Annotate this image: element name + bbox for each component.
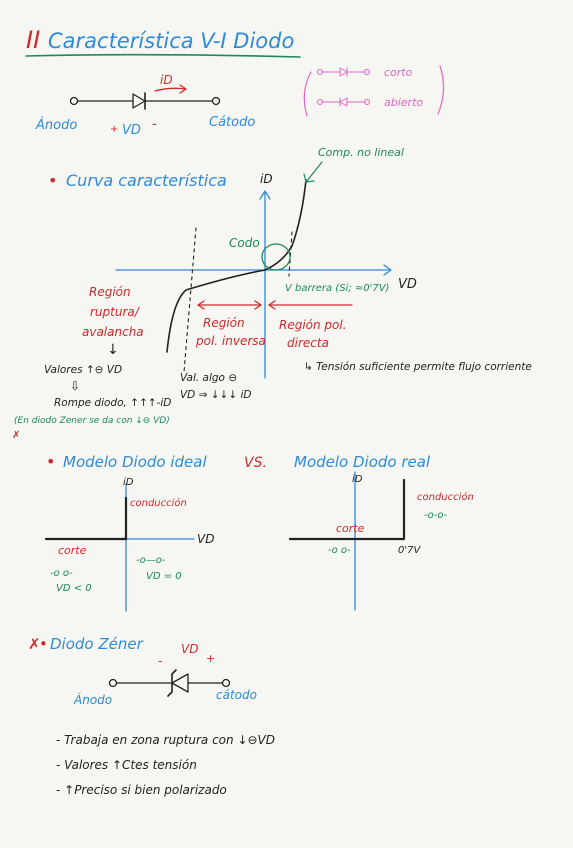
plus-sign: + <box>110 124 118 135</box>
real-corte: corte <box>336 522 365 535</box>
ideal-axis-y: iD <box>123 477 134 488</box>
diode-triangle <box>132 93 146 109</box>
ruptura-line-2: ruptura/ <box>90 305 141 319</box>
real-model-graph: iD conducción -o-o- corte -o o- 0'7V <box>288 471 474 611</box>
zener-note: (En diodo Zener se da con ↓⊖ VD) <box>14 416 170 426</box>
ruptura-note-3: Rompe diodo, ↑↑↑-iD <box>54 397 171 409</box>
zener-bullet-2: - Valores ↑Ctes tensión <box>56 758 197 772</box>
ideal-axis-x: VD <box>197 532 214 546</box>
breakdown-guide <box>183 227 197 373</box>
minus-sign: - <box>152 117 157 132</box>
zener-section: ✗ • Diodo Zéner VD - + Ánodo cátodo - Tr… <box>28 635 275 797</box>
axis-y-label: iD <box>260 172 273 186</box>
diode-current-label: iD <box>160 73 173 87</box>
zener-triangle <box>171 673 189 693</box>
bullet: • <box>48 171 57 190</box>
axis-x-label: VD <box>398 277 417 292</box>
directa-line-1: Región pol. <box>279 318 347 332</box>
current-arrow <box>154 84 187 94</box>
models-bullet: • <box>46 452 55 471</box>
title-number: II <box>26 26 40 54</box>
ideal-short-cond: VD = 0 <box>146 571 182 582</box>
inversa-note-2: VD ⇒ ↓↓↓ iD <box>180 389 251 401</box>
ruptura-note-2: ⇩ <box>70 379 80 393</box>
ideal-corte: corte <box>58 544 87 557</box>
cathode-label: Cátodo <box>209 115 255 130</box>
directa-line-2: directa <box>287 336 329 350</box>
zener-mark: ✗ <box>28 635 41 653</box>
title-text: Característica V-I Diodo <box>48 29 294 53</box>
zener-anode-terminal <box>108 678 118 688</box>
anode-terminal <box>69 96 79 106</box>
zener-cathode-label: cátodo <box>216 688 257 702</box>
knee-circle <box>261 243 291 271</box>
ruptura-line-3: avalancha <box>82 325 144 339</box>
y-axis-arrow <box>259 190 271 200</box>
ideal-conduccion: conducción <box>130 497 187 509</box>
inversa-note-1: Val. algo ⊖ <box>180 372 237 384</box>
title-block: II Característica V-I Diodo <box>25 26 301 58</box>
curve-heading: Curva característica <box>66 171 227 190</box>
ruptura-note-1: Valores ↑⊖ VD <box>44 364 122 376</box>
zener-vd: VD <box>181 642 198 656</box>
ruptura-arrow: ↓ <box>107 342 119 358</box>
real-threshold: 0'7V <box>398 545 421 556</box>
inversa-line-2: pol. inversa <box>195 334 266 348</box>
open-note: abierto <box>384 96 423 109</box>
zener-anode-label: Ánodo <box>73 692 112 707</box>
zener-cathode-terminal <box>221 678 231 688</box>
right-bracket <box>437 65 445 115</box>
real-cond-sym: -o-o- <box>424 510 447 521</box>
real-corte-sym: -o o- <box>328 545 351 556</box>
knee-label: Codo <box>229 236 260 250</box>
zener-heading: Diodo Zéner <box>50 635 144 653</box>
anode-label: Ánodo <box>35 117 77 133</box>
real-conduccion: conducción <box>417 491 474 503</box>
left-bracket <box>303 71 312 117</box>
ideal-short-sym: -o—o- <box>136 555 166 566</box>
real-heading: Modelo Diodo real <box>294 453 431 471</box>
zener-minus: - <box>158 654 162 668</box>
title-underline <box>25 53 301 58</box>
vbarrera-label: V barrera (Si; ≈0'7V) <box>285 283 389 294</box>
x-axis-arrow <box>383 264 392 276</box>
zener-note-mark: ✗ <box>12 430 20 441</box>
curve-section: • Curva característica iD VD Codo Comp. … <box>12 146 532 441</box>
zener-bullet-1: - Trabaja en zona ruptura con ↓⊖VD <box>56 733 275 747</box>
vbarrera-guide <box>288 231 293 277</box>
diode-symbol: iD Ánodo + VD - Cátodo <box>35 73 255 138</box>
cathode-terminal <box>211 96 221 106</box>
vd-label: VD <box>122 123 141 138</box>
zener-plus: + <box>206 652 215 665</box>
inversa-line-1: Región <box>203 316 245 330</box>
ideal-open-cond: VD < 0 <box>56 583 92 594</box>
ideal-open-sym: -o o- <box>50 568 73 579</box>
zener-bullet-3: - ↑Preciso si bien polarizado <box>56 783 227 797</box>
switch-note: corto abierto <box>303 65 445 117</box>
real-axis-y: iD <box>352 474 363 485</box>
ideal-model-graph: iD VD conducción corte -o o- VD < 0 -o—o… <box>44 477 214 612</box>
zener-bar <box>167 669 177 697</box>
ruptura-line-1: Región <box>89 285 131 299</box>
vs-label: VS. <box>244 455 267 471</box>
zener-bullet: • <box>39 635 48 653</box>
ideal-heading: Modelo Diodo ideal <box>63 453 207 471</box>
directa-note: ↳ Tensión suficiente permite flujo corri… <box>304 361 532 373</box>
iv-curve <box>166 179 307 353</box>
comp-label: Comp. no lineal <box>318 146 404 159</box>
short-note: corto <box>384 66 413 79</box>
comp-arrow <box>303 161 323 183</box>
models-section: • Modelo Diodo ideal VS. Modelo Diodo re… <box>44 452 474 612</box>
